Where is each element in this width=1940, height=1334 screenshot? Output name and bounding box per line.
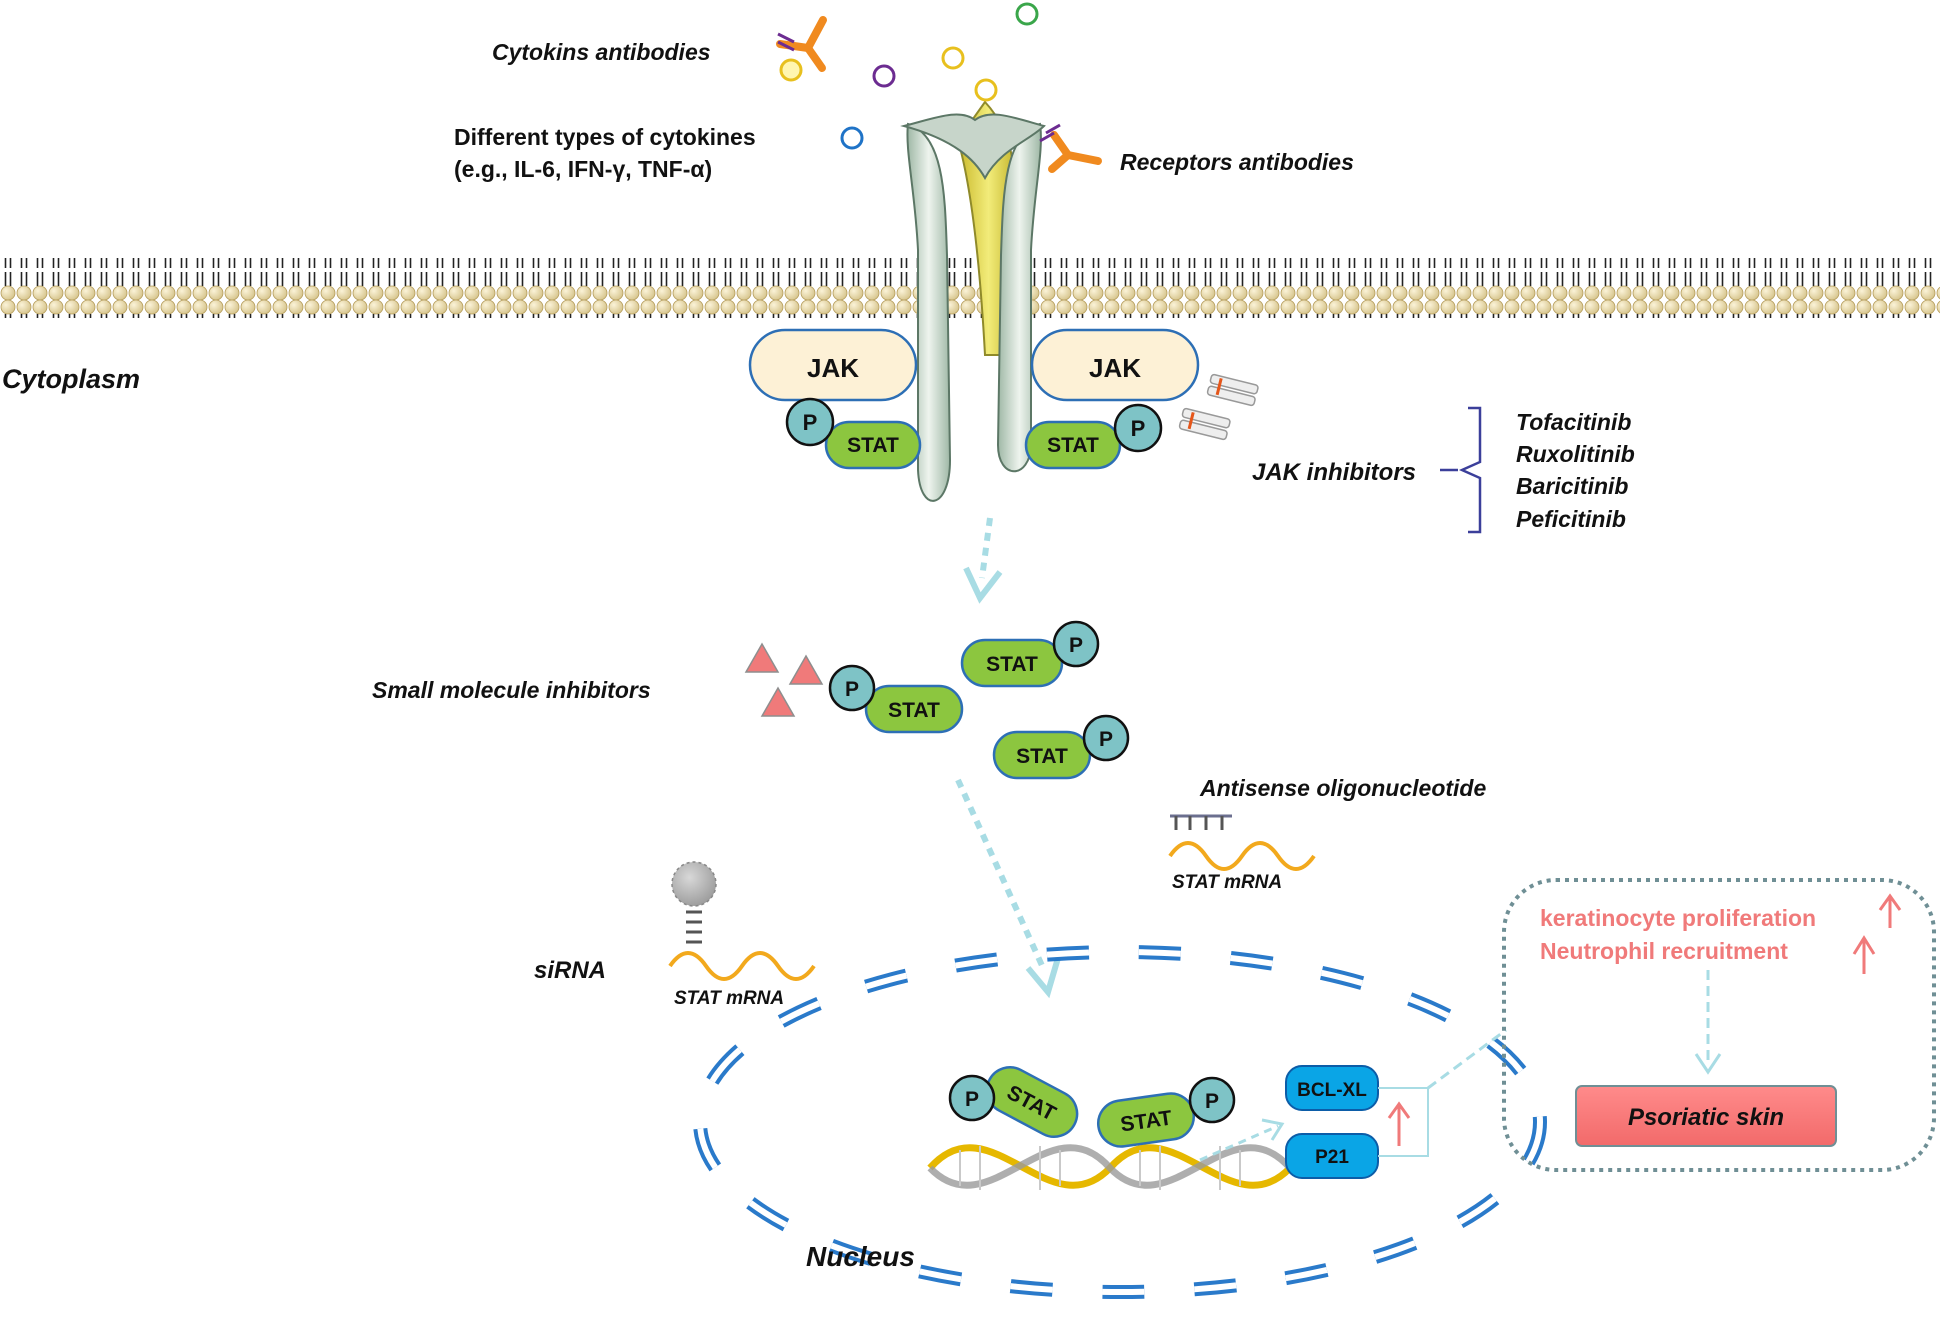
jak-left: JAK (748, 328, 918, 402)
svg-text:BCL-XL: BCL-XL (1297, 1080, 1367, 1101)
jak-inhibitor-drug-list: Tofacitinib Ruxolitinib Baricitinib Pefi… (1516, 409, 1635, 532)
drug-list-bracket (1458, 406, 1482, 534)
sirna-label: siRNA (534, 957, 606, 984)
svg-text:JAK: JAK (1089, 353, 1141, 383)
drug-peficitinib: Peficitinib (1516, 506, 1626, 532)
drug-tofacitinib: Tofacitinib (1516, 409, 1631, 435)
connector-line (1427, 1028, 1507, 1090)
svg-text:P: P (965, 1088, 979, 1111)
svg-text:P: P (1099, 728, 1113, 751)
antisense-oligo-icon (1170, 814, 1232, 830)
cytokine-types-label: Different types of cytokines (454, 124, 756, 150)
svg-text:Psoriatic skin: Psoriatic skin (1628, 1104, 1784, 1131)
stat-mrna-icon (1168, 841, 1316, 871)
stat-right: STAT (1024, 420, 1122, 470)
cytokine-yellow-bound (779, 58, 803, 82)
up-arrow-icon (1878, 893, 1902, 928)
receptor-antibody-icon (1039, 123, 1102, 173)
drug-ruxolitinib: Ruxolitinib (1516, 441, 1635, 467)
stat-left: STAT (824, 420, 922, 470)
stat-mrna-label-sirna: STAT mRNA (674, 988, 784, 1009)
signal-arrow-2 (955, 778, 1061, 999)
svg-text:JAK: JAK (807, 353, 859, 383)
up-arrow-icon (1852, 935, 1876, 974)
stat-cytoplasm-2: STAT P (828, 664, 964, 734)
svg-text:STAT: STAT (847, 434, 899, 457)
cytokine-antibodies-label: Cytokins antibodies (492, 39, 711, 65)
gene-p21: P21 (1285, 1133, 1379, 1179)
small-molecule-inhibitor-icon (744, 642, 824, 717)
jak-inhibitor-icon (1178, 373, 1259, 441)
gene-bcl-xl: BCL-XL (1285, 1065, 1379, 1111)
small-molecule-inhibitors-label: Small molecule inhibitors (372, 677, 651, 703)
nucleus-label: Nucleus (806, 1241, 915, 1272)
cytokine-yellow (974, 78, 998, 102)
cytokine-antibody-icon (776, 16, 827, 72)
svg-text:P: P (1131, 416, 1146, 441)
jak-inhibitors-label: JAK inhibitors (1252, 459, 1416, 486)
outcome-arrow (1694, 970, 1722, 1075)
cytokine-purple (872, 64, 896, 88)
stat-cytoplasm-3: STAT P (992, 714, 1130, 780)
cytokine-green (1015, 2, 1039, 26)
cytokine-blue (840, 126, 864, 150)
stat-nucleus-2: STAT P (1096, 1076, 1236, 1148)
sirna-icon (671, 861, 717, 944)
svg-text:P: P (1205, 1090, 1219, 1113)
outcome-neutrophil: Neutrophil recruitment (1540, 938, 1788, 964)
svg-text:STAT: STAT (1016, 745, 1068, 768)
svg-text:P: P (845, 678, 859, 701)
cytokine-examples-label: (e.g., IL-6, IFN-γ, TNF-α) (454, 156, 712, 182)
dna-helix (927, 1144, 1293, 1190)
svg-text:STAT: STAT (1047, 434, 1099, 457)
svg-text:P: P (803, 410, 818, 435)
outcome-panel (1502, 878, 1936, 1172)
stat-cytoplasm-1: STAT P (960, 620, 1100, 688)
svg-text:STAT: STAT (986, 653, 1038, 676)
cytokine-receptor (900, 100, 1046, 502)
stat-mrna-icon (668, 951, 816, 981)
receptor-antibodies-label: Receptors antibodies (1120, 149, 1354, 175)
phospho-left: P (785, 397, 835, 447)
gene-bracket (1378, 1087, 1429, 1157)
outcome-keratinocyte: keratinocyte proliferation (1540, 905, 1816, 931)
svg-text:STAT: STAT (888, 699, 940, 722)
transcription-arrow (1199, 1118, 1285, 1162)
antisense-label: Antisense oligonucleotide (1199, 775, 1486, 801)
svg-text:P21: P21 (1315, 1147, 1349, 1168)
up-arrow-icon (1387, 1101, 1411, 1146)
phospho-right: P (1113, 403, 1163, 453)
stat-nucleus-1: STAT P (948, 1066, 1079, 1138)
stat-mrna-label-antisense: STAT mRNA (1172, 872, 1282, 893)
cell-membrane (0, 258, 1940, 318)
cytoplasm-label: Cytoplasm (2, 364, 140, 394)
jak-right: JAK (1030, 328, 1200, 402)
signal-arrow-1 (963, 517, 1003, 604)
svg-text:P: P (1069, 634, 1083, 657)
cytokine-yellow (941, 46, 965, 70)
drug-baricitinib: Baricitinib (1516, 473, 1628, 499)
psoriatic-skin-box: Psoriatic skin (1575, 1085, 1837, 1147)
